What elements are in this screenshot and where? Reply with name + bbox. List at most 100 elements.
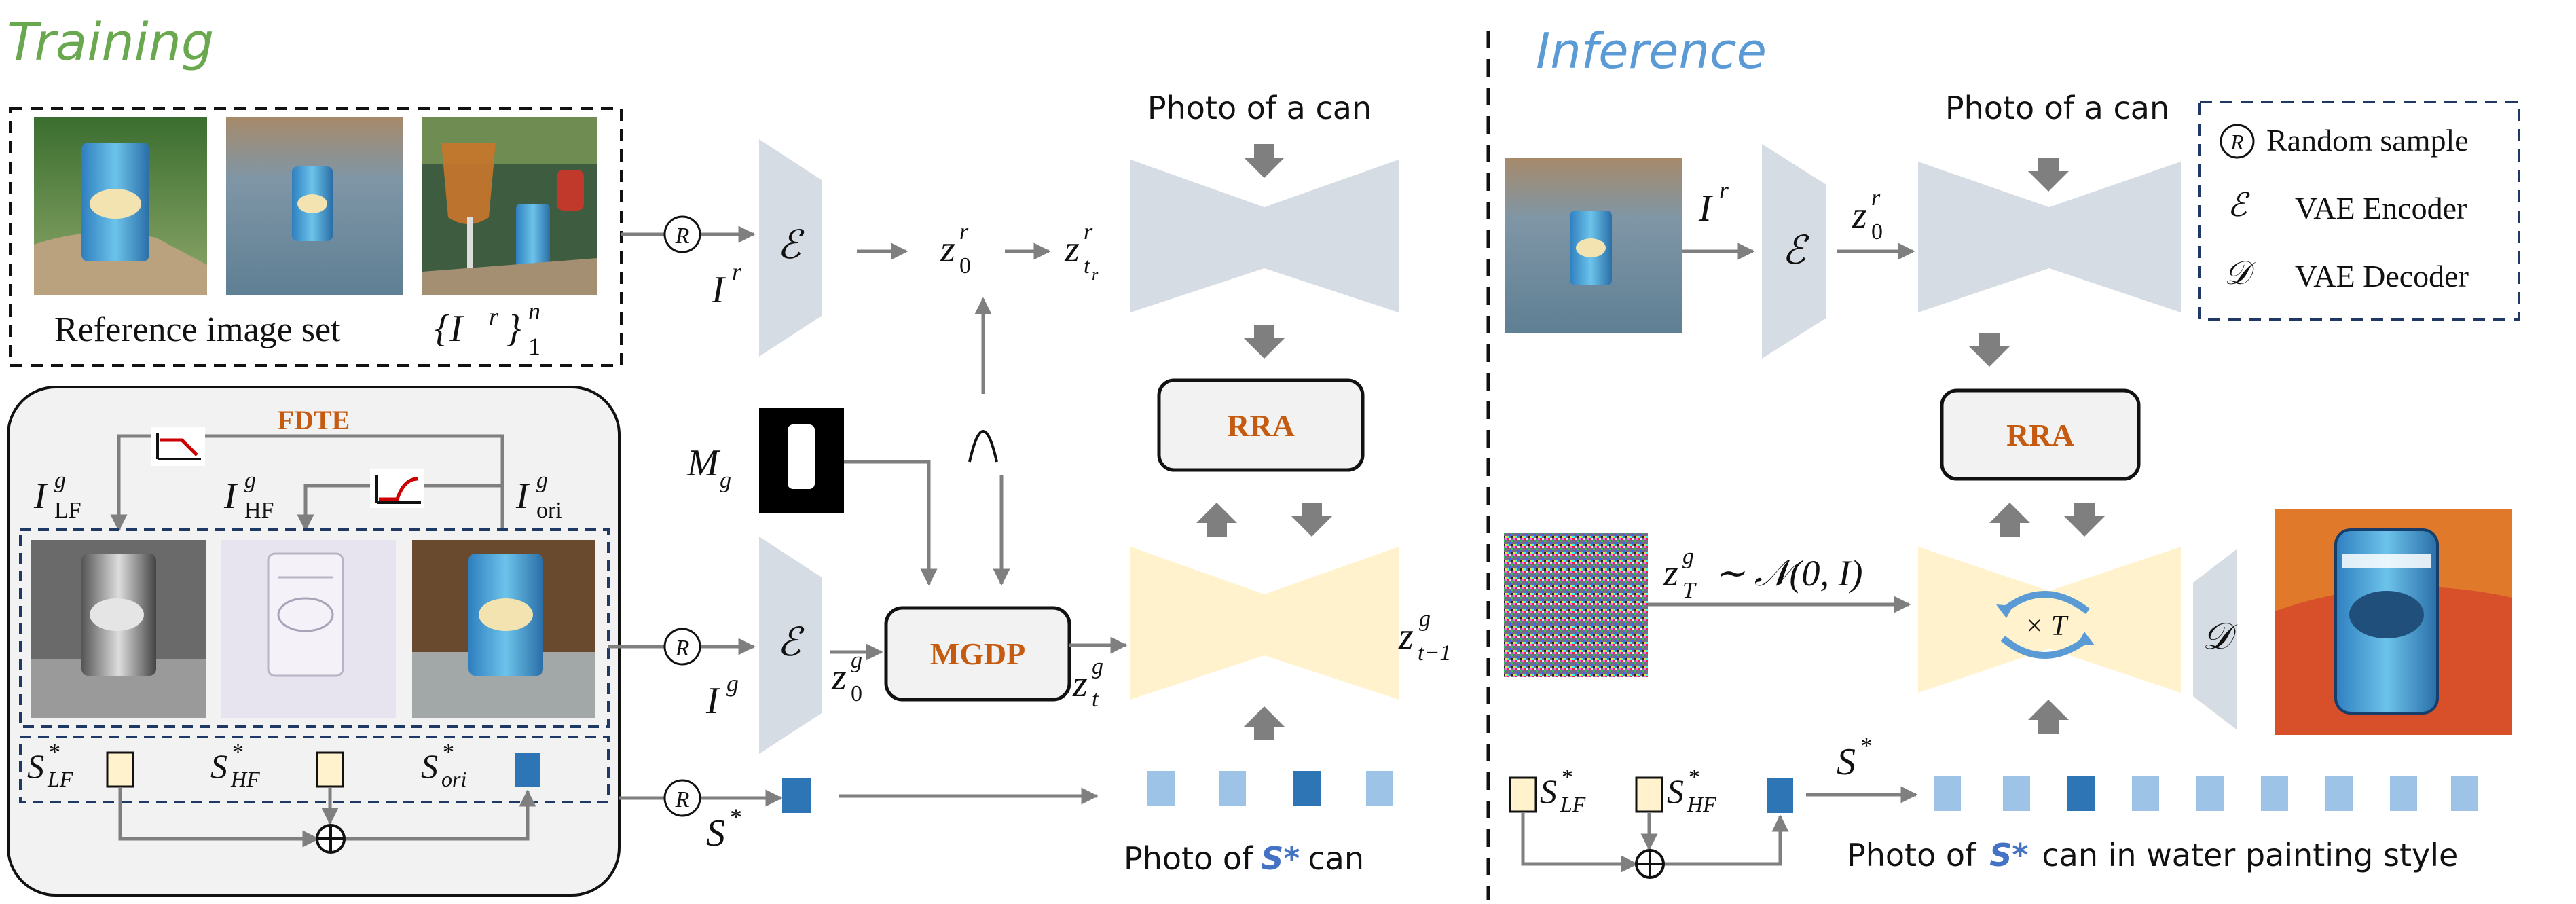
inference-vae-encoder	[1762, 144, 1826, 359]
label-I-LF: I	[33, 475, 48, 516]
svg-text:r: r	[1719, 177, 1729, 204]
random-sample-icon	[663, 628, 701, 666]
svg-text:R: R	[675, 636, 690, 661]
inference-prompt-tokens	[1934, 776, 2478, 811]
reference-image-2	[226, 117, 403, 295]
svg-text:g: g	[1419, 607, 1431, 632]
svg-text:*: *	[1689, 765, 1700, 790]
down-arrow-icon	[2028, 158, 2069, 192]
label-zT-g: z	[1663, 552, 1678, 594]
inference-prompt-top: Photo of a can	[1945, 90, 2169, 126]
svg-text:ori: ori	[536, 498, 562, 523]
label-I-r: I	[711, 269, 726, 311]
reference-set-sup-n: n	[528, 297, 540, 325]
sum-icon	[316, 824, 346, 854]
svg-text:r: r	[959, 219, 969, 245]
svg-text:R: R	[675, 787, 690, 812]
token-S-ori	[515, 753, 540, 787]
gaussian-noise-icon	[968, 430, 998, 463]
unet-generated	[1130, 547, 1399, 700]
token-S-LF	[106, 751, 134, 788]
reference-set-sub-1: 1	[528, 333, 540, 360]
label-M-g: M	[686, 442, 721, 484]
loop-icon	[1996, 591, 2095, 659]
fdte-label: FDTE	[278, 405, 350, 435]
vae-encoder-reference	[759, 139, 822, 357]
random-sample-icon	[663, 215, 701, 253]
svg-text:t: t	[1084, 253, 1091, 278]
svg-text:g: g	[720, 468, 731, 493]
label-inf-S-star: S	[1837, 741, 1856, 783]
fdte-token-group	[19, 736, 610, 803]
rra-module-inference	[1940, 388, 2141, 481]
label-I-g: I	[705, 680, 720, 722]
svg-text:r: r	[1092, 266, 1099, 284]
svg-text:{I: {I	[435, 308, 464, 350]
low-pass-filter-icon	[151, 427, 205, 466]
svg-text:t−1: t−1	[1418, 640, 1451, 666]
svg-text:g: g	[1092, 654, 1103, 679]
svg-text:g: g	[851, 648, 862, 673]
svg-text:*: *	[730, 803, 742, 831]
token-S-HF	[316, 751, 344, 788]
label-I-HF: I	[223, 475, 238, 516]
reference-image-1	[34, 117, 207, 295]
svg-text:*: *	[232, 740, 244, 765]
svg-text:LF: LF	[54, 498, 81, 523]
mgdp-module	[884, 606, 1071, 702]
up-arrow-icon	[2028, 700, 2069, 734]
token-inf-S-star	[1767, 778, 1793, 813]
svg-text:RRA: RRA	[2006, 418, 2074, 452]
random-sample-icon	[663, 779, 701, 817]
svg-text:ℰ: ℰ	[777, 223, 805, 267]
label-inf-I-r: I	[1698, 187, 1713, 230]
svg-text:*: *	[49, 740, 60, 765]
label-inf-S-LF: S	[1540, 772, 1557, 810]
label-zt1-g: z	[1398, 615, 1414, 657]
original-image	[412, 540, 595, 718]
prompt-token	[2390, 776, 2417, 811]
svg-text:ℰ: ℰ	[1782, 228, 1809, 272]
prompt-token	[2261, 776, 2288, 811]
up-arrow-icon	[1244, 706, 1285, 740]
svg-text:0: 0	[1871, 219, 1883, 245]
prompt-token	[2451, 776, 2478, 811]
encoder-icon: ℰ	[2227, 187, 2250, 223]
label-S-HF: S	[210, 747, 227, 785]
svg-text:R: R	[675, 223, 690, 249]
prompt-token	[2196, 776, 2224, 811]
svg-text:LF: LF	[1560, 792, 1586, 816]
training-prompt-top: Photo of a can	[1147, 90, 1372, 126]
reference-set-label: Reference image set	[54, 310, 341, 349]
noise-image	[1504, 533, 1648, 677]
label-zt-g: z	[1072, 663, 1088, 705]
label-S-LF: S	[27, 747, 44, 785]
svg-text:RRA: RRA	[1227, 408, 1295, 443]
label-z0-g: z	[831, 656, 847, 698]
svg-text:g: g	[54, 468, 66, 493]
output-image	[2275, 509, 2512, 735]
svg-text:HF: HF	[244, 498, 274, 523]
mgdp-label: MGDP	[930, 636, 1026, 671]
svg-text:*: *	[1860, 732, 1873, 759]
svg-text:0: 0	[959, 253, 971, 278]
low-frequency-image	[31, 540, 206, 718]
vae-encoder-generated	[759, 537, 822, 754]
down-arrow-icon	[1969, 333, 2010, 367]
high-pass-filter-icon	[370, 469, 424, 508]
svg-text:ori: ori	[441, 767, 466, 791]
svg-text:g: g	[244, 468, 256, 493]
high-frequency-image	[221, 540, 396, 718]
svg-text:ℰ: ℰ	[777, 620, 805, 664]
rra-module-training	[1157, 378, 1365, 472]
inference-reference-image	[1505, 158, 1682, 333]
label-inf-S-HF: S	[1667, 772, 1684, 810]
reference-set-sup-r: r	[489, 303, 499, 330]
prompt-token	[2003, 776, 2030, 811]
reference-set-box	[9, 107, 623, 367]
label-zt-r: z	[1064, 228, 1080, 270]
legend-vae-encoder: VAE Encoder	[2295, 191, 2467, 225]
